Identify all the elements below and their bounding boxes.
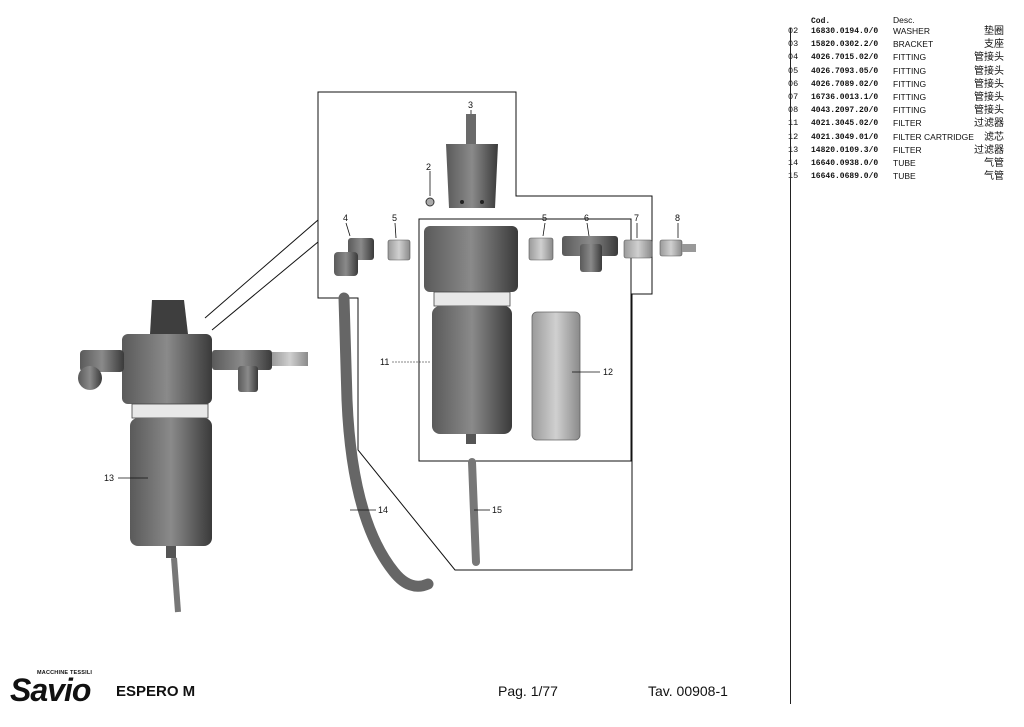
part-desc: FITTING: [893, 91, 927, 102]
filter-cartridge-part: [531, 311, 581, 441]
part-index: 11: [788, 118, 799, 129]
part-desc-cn: 支座: [984, 39, 1004, 51]
model-name: ESPERO M: [116, 683, 196, 700]
callout-3: 3: [468, 100, 473, 110]
callout-2: 2: [426, 162, 431, 172]
part-desc-cn: 垫圈: [984, 26, 1004, 37]
part-index: 04: [788, 52, 799, 63]
tube-part: [468, 458, 480, 566]
part-code: 4026.7089.02/0: [811, 79, 879, 89]
washer-part: [425, 197, 435, 207]
table-divider: [790, 28, 791, 704]
part-desc: FITTING: [893, 65, 927, 76]
callout-4: 4: [343, 213, 348, 223]
brand-tagline: MACCHINE TESSILI: [37, 670, 93, 676]
part-desc: FILTER: [893, 118, 922, 129]
part-desc: FITTING: [893, 105, 927, 116]
part-index: 05: [788, 65, 799, 76]
part-index: 08: [788, 105, 799, 116]
part-desc-cn: 管接头: [974, 105, 1004, 117]
part-desc: FITTING: [893, 78, 927, 89]
part-desc-cn: 气管: [984, 171, 1004, 183]
callout-5: 5: [392, 213, 397, 223]
part-desc-cn: 管接头: [974, 52, 1004, 64]
part-index: 02: [788, 26, 799, 36]
part-desc: FILTER CARTRIDGE: [893, 131, 974, 142]
table-reference: Tav. 00908-1: [648, 683, 728, 699]
part-desc-cn: 管接头: [974, 78, 1004, 90]
leader-line: [204, 219, 319, 319]
callout-8: 8: [675, 213, 680, 223]
part-code: 16830.0194.0/0: [811, 27, 879, 36]
part-desc-cn: 管接头: [974, 65, 1004, 77]
part-desc-cn: 过滤器: [974, 118, 1004, 130]
leader-line: [211, 241, 319, 331]
fitting-part: [659, 239, 696, 257]
part-code: 4026.7093.05/0: [811, 66, 879, 76]
part-index: 07: [788, 91, 799, 102]
callout-6: 6: [584, 213, 589, 223]
part-desc: TUBE: [893, 171, 916, 182]
header-code: Cod.: [811, 17, 831, 26]
elbow-fitting-part: [334, 238, 374, 276]
tee-fitting-part: [562, 236, 618, 272]
fitting-part: [387, 239, 411, 261]
callout-5: 5: [542, 213, 547, 223]
filter-assembly-part: [78, 300, 308, 613]
part-code: 14820.0109.3/0: [811, 145, 879, 155]
part-index: 13: [788, 144, 799, 155]
part-code: 16736.0013.1/0: [811, 92, 879, 102]
fitting-part: [528, 237, 554, 261]
part-index: 06: [788, 78, 799, 89]
part-desc: FILTER: [893, 144, 922, 155]
part-code: 4021.3049.01/0: [811, 132, 879, 142]
callout-11: 11: [380, 357, 389, 367]
page-number: Pag. 1/77: [498, 683, 558, 699]
brand-logo: Savio: [10, 672, 91, 708]
group-outline: [317, 91, 653, 571]
part-code: 16646.0689.0/0: [811, 172, 879, 182]
callout-7: 7: [634, 213, 639, 223]
bracket-part: [446, 114, 498, 208]
fitting-part: [623, 239, 653, 259]
part-index: 03: [788, 39, 799, 50]
filter-box-outline: [418, 218, 632, 462]
part-code: 4043.2097.20/0: [811, 106, 879, 116]
tube-part: [338, 292, 434, 592]
part-index: 14: [788, 157, 799, 168]
part-code: 15820.0302.2/0: [811, 40, 879, 50]
part-desc: TUBE: [893, 157, 916, 168]
callout-15: 15: [492, 505, 502, 515]
part-code: 4026.7015.02/0: [811, 53, 879, 63]
part-code: 16640.0938.0/0: [811, 158, 879, 168]
part-index: 15: [788, 171, 799, 182]
part-desc: BRACKET: [893, 39, 934, 50]
part-desc: FITTING: [893, 52, 927, 63]
part-desc-cn: 管接头: [974, 91, 1004, 103]
callout-12: 12: [603, 367, 613, 377]
callout-14: 14: [378, 505, 388, 515]
filter-body-part: [424, 226, 518, 444]
header-desc: Desc.: [893, 15, 915, 25]
part-desc-cn: 气管: [984, 157, 1004, 169]
callout-13: 13: [104, 473, 114, 483]
part-code: 4021.3045.02/0: [811, 119, 879, 129]
part-desc-cn: 滤芯: [984, 131, 1004, 143]
part-desc-cn: 过滤器: [974, 144, 1004, 156]
part-desc: WASHER: [893, 26, 930, 36]
part-index: 12: [788, 131, 799, 142]
